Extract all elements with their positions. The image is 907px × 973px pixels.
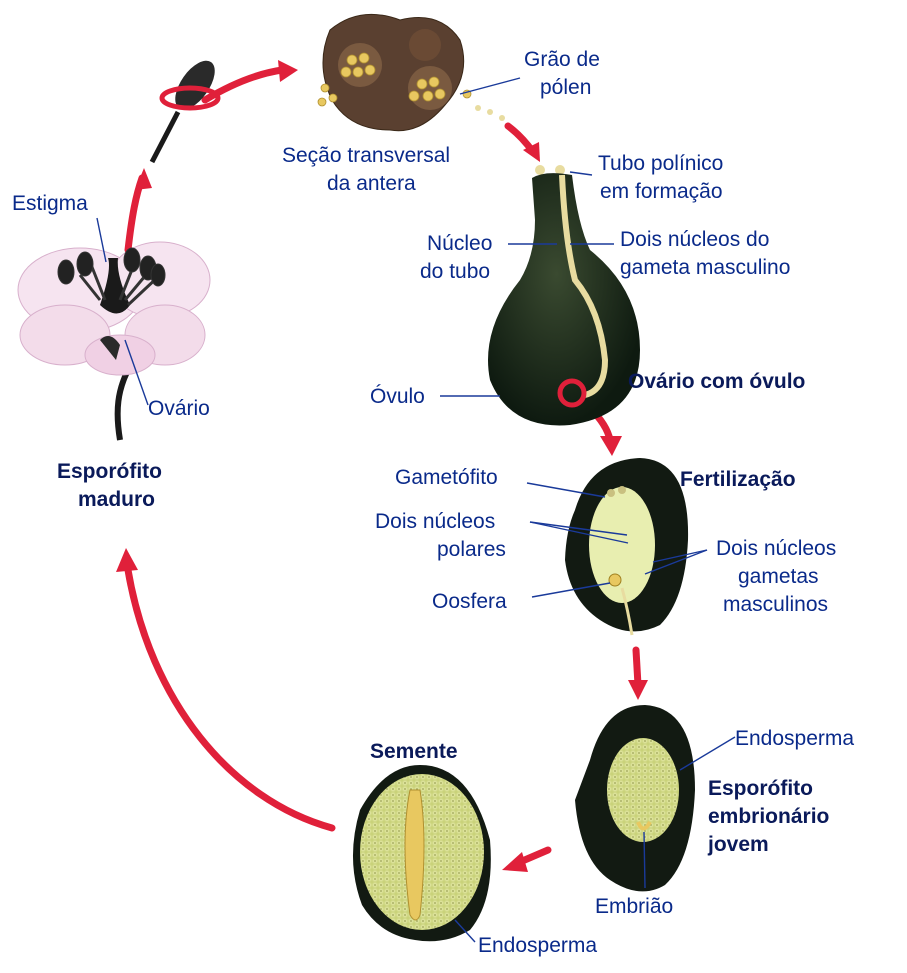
label-esporofito-jovem-1: Esporófito <box>708 777 813 800</box>
label-embriao: Embrião <box>595 895 673 918</box>
label-dois-nucleos-gameta-2: gameta masculino <box>620 256 790 279</box>
anther-section <box>317 13 565 175</box>
labels: Estigma Ovário Esporófito maduro Seção t… <box>12 48 854 957</box>
label-ovario: Ovário <box>148 397 210 420</box>
label-fertilizacao: Fertilização <box>680 468 796 491</box>
stamen <box>149 60 221 164</box>
label-ovario-com-ovulo: Ovário com óvulo <box>628 370 805 393</box>
label-esporofito-jovem-3: jovem <box>707 833 769 856</box>
seed <box>352 765 491 942</box>
label-polares-1: Dois núcleos <box>375 510 495 533</box>
label-esporofito-jovem-2: embrionário <box>708 805 829 828</box>
label-polares-2: polares <box>437 538 506 561</box>
label-esporofito-maduro-2: maduro <box>78 488 155 511</box>
label-gametas-2: gametas <box>738 565 819 588</box>
cycle-arrows <box>116 60 648 872</box>
label-tubo-polinico-2: em formação <box>600 180 723 203</box>
label-nucleo-tubo-1: Núcleo <box>427 232 492 255</box>
label-dois-nucleos-gameta-1: Dois núcleos do <box>620 228 769 251</box>
young-sporophyte-seed <box>575 705 695 892</box>
label-esporofito-maduro-1: Esporófito <box>57 460 162 483</box>
label-nucleo-tubo-2: do tubo <box>420 260 490 283</box>
label-oosfera: Oosfera <box>432 590 507 613</box>
label-endosperma-top: Endosperma <box>735 727 854 750</box>
label-secao-1: Seção transversal <box>282 144 450 167</box>
label-gametas-3: masculinos <box>723 593 828 616</box>
label-ovulo: Óvulo <box>370 385 425 408</box>
fertilization-ovule <box>565 458 689 636</box>
label-endosperma-bottom: Endosperma <box>478 934 597 957</box>
label-gametas-1: Dois núcleos <box>716 537 836 560</box>
label-grao-2: pólen <box>540 76 591 99</box>
mature-flower <box>17 241 211 441</box>
leader-lines <box>96 77 736 943</box>
label-semente: Semente <box>370 740 458 763</box>
label-grao-1: Grão de <box>524 48 600 71</box>
label-gametofito: Gametófito <box>395 466 498 489</box>
label-estigma: Estigma <box>12 192 88 215</box>
label-secao-2: da antera <box>327 172 416 195</box>
ovary <box>488 173 640 426</box>
label-tubo-polinico-1: Tubo polínico <box>598 152 723 175</box>
